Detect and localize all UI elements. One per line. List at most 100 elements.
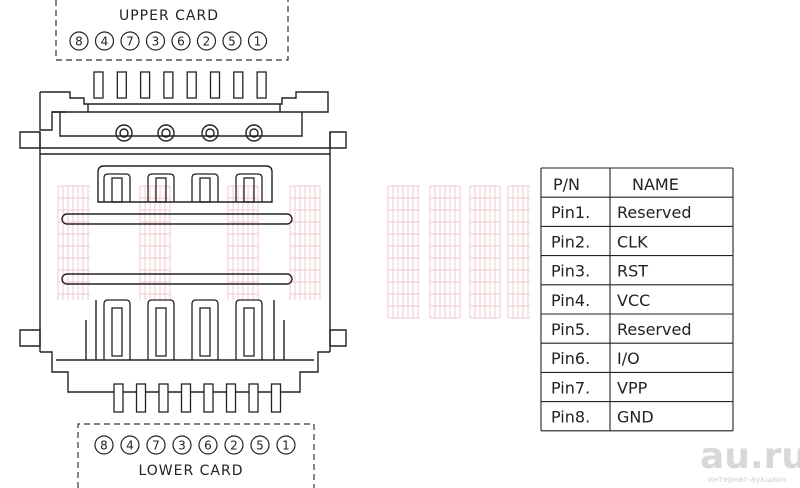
- lower-pin-number: 5: [256, 439, 264, 453]
- lower-pin-circle: [250, 435, 270, 455]
- upper-card-label: UPPER CARD: [119, 8, 219, 24]
- upper-pin-circle: [94, 31, 115, 51]
- upper-pin-number: 8: [75, 35, 83, 49]
- upper-pin-circle: [120, 31, 140, 51]
- pin-table: P/N NAME Pin1.ReservedPin2.CLKPin3.RSTPi…: [540, 167, 734, 432]
- upper-pin-number: 1: [254, 35, 262, 49]
- upper-lead: [209, 71, 221, 99]
- lower-lead: [135, 383, 147, 413]
- table-name-cell: GND: [617, 408, 654, 427]
- table-header-name: NAME: [632, 175, 679, 194]
- lower-pin-circle: [120, 435, 140, 455]
- upper-lead: [163, 71, 174, 99]
- upper-pin-circle: [196, 31, 217, 51]
- lower-pin-number: 4: [126, 439, 134, 453]
- lower-pin-circle: [94, 435, 114, 455]
- lower-lead: [248, 383, 259, 413]
- lower-pin-circles: 8 4 7 3 6 2 5 1: [94, 435, 296, 455]
- table-pin-cell: Pin6.: [551, 349, 590, 368]
- watermark-logo: au.ru: [700, 436, 800, 477]
- upper-lead: [233, 71, 244, 99]
- watermark: au.ru интернет-аукцион: [700, 436, 800, 484]
- lower-pin-number: 8: [100, 439, 108, 453]
- table-header-pn: P/N: [553, 175, 580, 194]
- lower-spring: [103, 299, 131, 360]
- table-pin-cell: Pin4.: [551, 291, 590, 310]
- lower-lead: [270, 383, 282, 413]
- lower-pin-circle: [198, 435, 218, 455]
- lower-spring-tip: [243, 307, 255, 357]
- upper-pin-circle: [247, 31, 268, 51]
- upper-pin-circle: [222, 31, 242, 51]
- upper-pin-number: 5: [228, 35, 236, 49]
- upper-pin-circle: [69, 31, 89, 51]
- table-name-cell: I/O: [617, 349, 640, 368]
- table-pin-cell: Pin7.: [551, 378, 590, 397]
- upper-lead: [116, 71, 127, 99]
- lower-pin-circle: [276, 435, 296, 455]
- ghost-pattern: [57, 185, 530, 319]
- table-pin-cell: Pin8.: [551, 408, 590, 427]
- table-pin-cell: Pin5.: [551, 320, 590, 339]
- lower-spring-tip: [155, 307, 167, 357]
- upper-pin-leads: [93, 71, 267, 99]
- lower-pin-number: 3: [178, 439, 186, 453]
- upper-lead: [139, 71, 151, 99]
- lower-card-box: LOWER CARD: [77, 423, 315, 488]
- lower-contact-springs: [103, 299, 263, 360]
- table-pin-cell: Pin2.: [551, 232, 590, 251]
- upper-pin-number: 2: [203, 35, 211, 49]
- lower-lead: [225, 383, 237, 413]
- lower-spring-tip: [111, 307, 123, 357]
- lower-pin-number: 2: [230, 439, 238, 453]
- upper-spring-tip: [199, 177, 211, 203]
- table-name-cell: CLK: [617, 232, 648, 251]
- upper-spring: [147, 173, 175, 202]
- lower-pin-leads: [113, 383, 282, 413]
- lower-pin-circle: [172, 435, 192, 455]
- upper-spring-tip: [155, 177, 167, 203]
- lower-pin-circle: [146, 435, 166, 455]
- lower-pin-number: 1: [282, 439, 290, 453]
- lower-pin-number: 7: [152, 439, 160, 453]
- upper-spring: [235, 173, 263, 202]
- upper-lead: [256, 71, 267, 99]
- table-name-cell: Reserved: [617, 203, 691, 222]
- table-name-cell: Reserved: [617, 320, 691, 339]
- lower-pin-number: 6: [204, 439, 212, 453]
- upper-spring-tip: [111, 177, 123, 203]
- upper-pin-circles: 8 4 7 3 6 2 5 1: [69, 31, 268, 51]
- lower-card-label: LOWER CARD: [138, 463, 243, 479]
- table-name-cell: RST: [617, 262, 648, 281]
- upper-pin-circle: [171, 31, 191, 51]
- connector-body: [19, 91, 347, 393]
- upper-pin-circle: [145, 31, 166, 51]
- lower-lead: [203, 383, 214, 413]
- lower-spring: [191, 299, 219, 360]
- table-name-cell: VCC: [617, 291, 650, 310]
- upper-spring-tip: [243, 177, 255, 203]
- lower-lead: [158, 383, 169, 413]
- lower-pin-circle: [224, 435, 244, 455]
- upper-pin-number: 6: [177, 35, 185, 49]
- upper-pin-number: 7: [126, 35, 134, 49]
- upper-lead: [186, 71, 197, 99]
- upper-card-box: UPPER CARD: [55, 0, 289, 61]
- upper-contact-springs: [103, 173, 263, 203]
- upper-spring: [103, 173, 131, 202]
- table-pin-cell: Pin1.: [551, 203, 590, 222]
- watermark-caption: интернет-аукцион: [708, 475, 786, 484]
- lower-spring: [147, 299, 175, 360]
- upper-spring: [191, 173, 219, 202]
- upper-pin-number: 4: [101, 35, 109, 49]
- upper-pin-number: 3: [152, 35, 160, 49]
- lower-lead: [113, 383, 124, 413]
- upper-lead: [93, 71, 104, 99]
- lower-lead: [180, 383, 192, 413]
- table-pin-cell: Pin3.: [551, 262, 590, 281]
- table-name-cell: VPP: [617, 378, 648, 397]
- lower-spring: [235, 299, 263, 360]
- lower-spring-tip: [199, 307, 211, 357]
